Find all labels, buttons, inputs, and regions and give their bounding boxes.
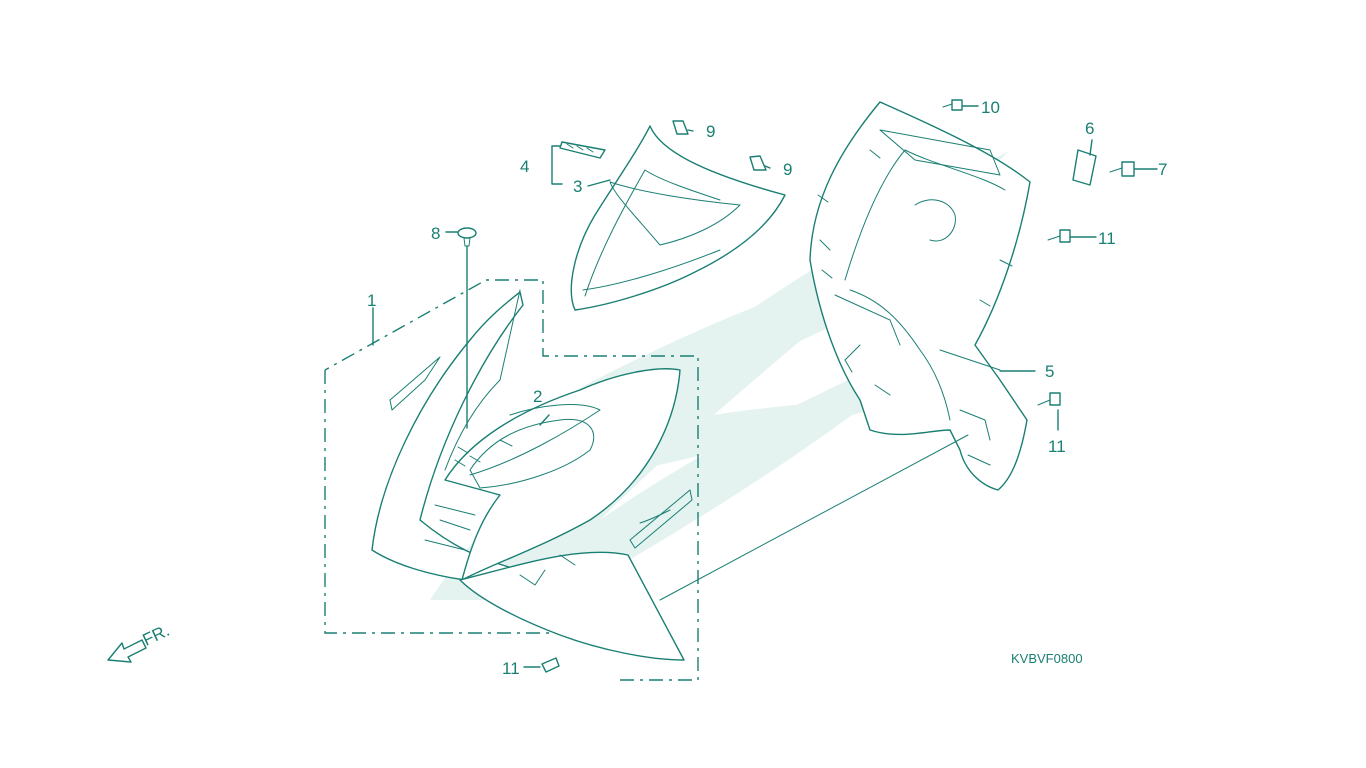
- callout-11a: 11: [1098, 229, 1116, 248]
- callout-5: 5: [1045, 362, 1054, 381]
- callouts: 1 2 3 4 5 6 7 8 9 9 10 11 11 11: [367, 98, 1167, 678]
- clip-9a: [672, 120, 689, 135]
- assembly-frame: [324, 279, 699, 681]
- bolt-10: [942, 99, 963, 111]
- callout-11c: 11: [502, 659, 520, 678]
- callout-11b: 11: [1048, 437, 1066, 456]
- leader-lines: [372, 105, 1158, 668]
- arrow-left-down-icon: [107, 639, 147, 663]
- front-direction: FR.: [107, 621, 173, 663]
- callout-9b: 9: [783, 160, 792, 179]
- callout-6: 6: [1085, 119, 1094, 138]
- clip-9b: [749, 155, 767, 171]
- screw-11a: [1047, 229, 1071, 243]
- screw-8: [457, 227, 477, 247]
- screw-11b: [1037, 392, 1061, 406]
- front-cover: [371, 289, 693, 661]
- emblem: [559, 141, 606, 159]
- bracket-6: [1072, 149, 1097, 186]
- callout-2: 2: [533, 387, 542, 406]
- upper-front-cover: [570, 125, 786, 311]
- bolt-7: [1109, 161, 1135, 177]
- callout-3: 3: [573, 177, 582, 196]
- callout-8: 8: [431, 224, 440, 243]
- inner-front-panel: [469, 418, 595, 489]
- callout-7: 7: [1158, 160, 1167, 179]
- screw-11c: [541, 657, 560, 673]
- callout-4: 4: [520, 157, 529, 176]
- diagram-code: KVBVF0800: [1011, 651, 1083, 666]
- callout-10: 10: [981, 98, 1000, 117]
- callout-1: 1: [367, 291, 376, 310]
- callout-9a: 9: [706, 122, 715, 141]
- inner-cover: [809, 101, 1031, 491]
